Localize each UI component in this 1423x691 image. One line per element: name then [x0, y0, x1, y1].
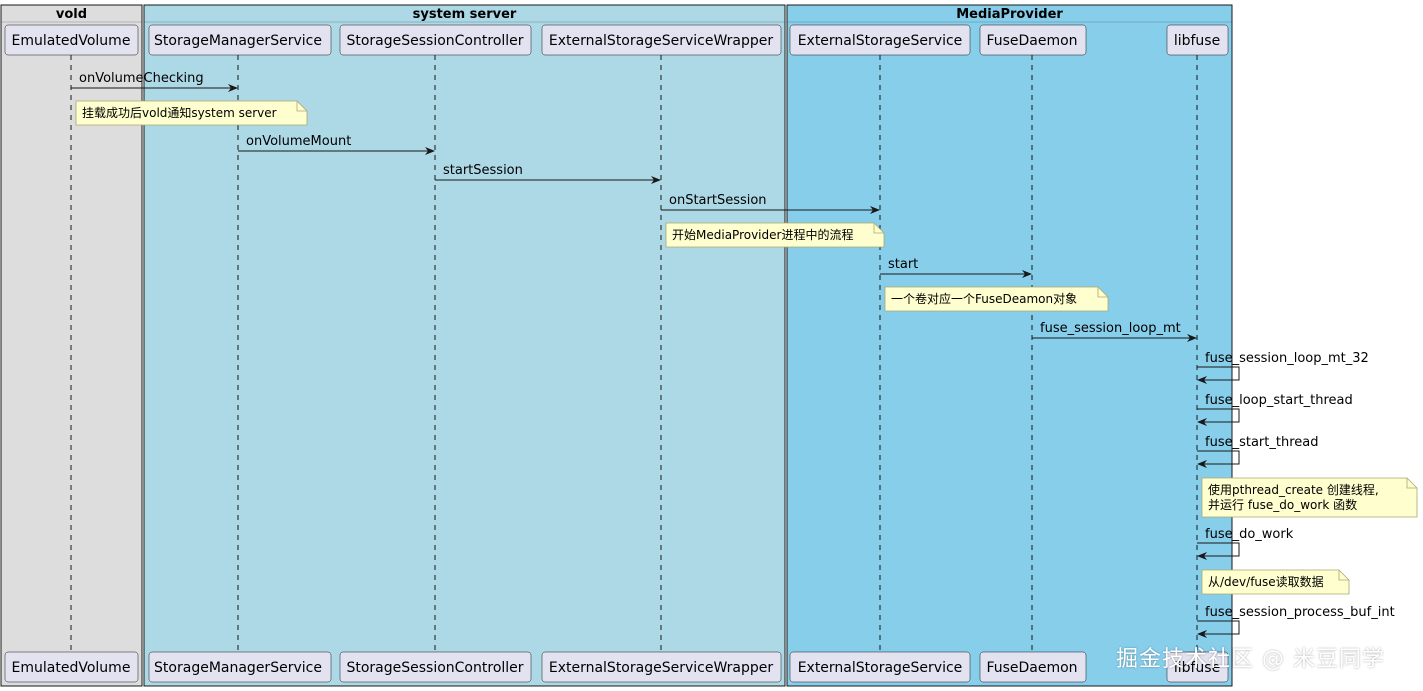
participant-label: StorageManagerService [154, 660, 322, 676]
self-message: fuse_do_work [1197, 527, 1294, 560]
participant-label: libfuse [1174, 660, 1220, 676]
participant-label: ExternalStorageServiceWrapper [549, 660, 774, 676]
message-label: fuse_loop_start_thread [1205, 393, 1353, 408]
message: onStartSession [661, 193, 880, 214]
note-text: 开始MediaProvider进程中的流程 [672, 227, 853, 242]
self-message: fuse_session_process_buf_int [1197, 605, 1395, 638]
note-text: 从/dev/fuse读取数据 [1208, 574, 1324, 589]
message-label: onVolumeChecking [79, 71, 204, 86]
participant-foot: StorageManagerService [148, 651, 332, 683]
participant-foot: EmulatedVolume [4, 651, 139, 683]
participant-label: ExternalStorageServiceWrapper [549, 33, 774, 49]
message-label: fuse_do_work [1205, 527, 1294, 542]
note: 开始MediaProvider进程中的流程 [665, 222, 885, 248]
participant-head: libfuse [1166, 24, 1229, 56]
message: fuse_session_loop_mt [1032, 321, 1197, 342]
note-text: 使用pthread_create 创建线程, [1208, 482, 1379, 497]
message-label: fuse_session_loop_mt [1040, 321, 1181, 336]
participant-label: StorageManagerService [154, 33, 322, 49]
self-message: fuse_loop_start_thread [1197, 393, 1353, 426]
participant-foot: libfuse [1166, 651, 1229, 683]
participant-label: FuseDaemon [986, 660, 1077, 676]
participant-label: EmulatedVolume [12, 33, 131, 49]
participant-head: EmulatedVolume [4, 24, 139, 56]
participant-label: StorageSessionController [346, 660, 523, 676]
note-text: 并运行 fuse_do_work 函数 [1208, 497, 1357, 512]
message-label: start [888, 257, 918, 272]
participant-label: libfuse [1174, 33, 1220, 49]
participant-head: FuseDaemon [979, 24, 1087, 56]
participant-label: EmulatedVolume [12, 660, 131, 676]
participant-label: ExternalStorageService [798, 660, 963, 676]
group-box: MediaProvider [786, 4, 1233, 687]
note: 从/dev/fuse读取数据 [1201, 569, 1350, 595]
message-label: onVolumeMount [246, 134, 351, 149]
self-message: fuse_session_loop_mt_32 [1197, 351, 1369, 384]
note: 使用pthread_create 创建线程,并运行 fuse_do_work 函… [1201, 477, 1418, 518]
message: start [880, 257, 1032, 278]
watermark-text: 掘金技术社区 @ 米豆同学 [1116, 647, 1385, 672]
participant-foot: FuseDaemon [979, 651, 1087, 683]
message-arrow [1197, 408, 1240, 426]
message: onVolumeChecking [71, 71, 238, 92]
participant-foot: ExternalStorageService [789, 651, 971, 683]
message-arrow [1197, 366, 1240, 384]
note: 挂载成功后vold通知system server [75, 100, 308, 126]
participant-label: FuseDaemon [986, 33, 1077, 49]
participant-head: StorageSessionController [339, 24, 532, 56]
message-label: onStartSession [669, 193, 767, 208]
note-text: 一个卷对应一个FuseDeamon对象 [891, 291, 1077, 306]
message: onVolumeMount [238, 134, 435, 155]
participant-foot: ExternalStorageServiceWrapper [541, 651, 782, 683]
message-arrow [1197, 450, 1240, 468]
self-message: fuse_start_thread [1197, 435, 1318, 468]
group-title: MediaProvider [956, 7, 1063, 22]
note-text: 挂载成功后vold通知system server [82, 106, 277, 120]
message-label: fuse_start_thread [1205, 435, 1318, 450]
note: 一个卷对应一个FuseDeamon对象 [884, 286, 1109, 312]
message-arrow [1197, 542, 1240, 560]
message-label: fuse_session_process_buf_int [1205, 605, 1395, 620]
group-title: vold [56, 7, 87, 22]
participant-head: StorageManagerService [148, 24, 332, 56]
message-label: startSession [443, 163, 523, 178]
participant-head: ExternalStorageServiceWrapper [541, 24, 782, 56]
message-label: fuse_session_loop_mt_32 [1205, 351, 1369, 366]
participant-label: StorageSessionController [346, 33, 523, 49]
message-arrow [1197, 620, 1240, 638]
group-title: system server [413, 7, 517, 22]
participant-foot: StorageSessionController [339, 651, 532, 683]
participant-label: ExternalStorageService [798, 33, 963, 49]
message: startSession [435, 163, 661, 184]
participant-head: ExternalStorageService [789, 24, 971, 56]
